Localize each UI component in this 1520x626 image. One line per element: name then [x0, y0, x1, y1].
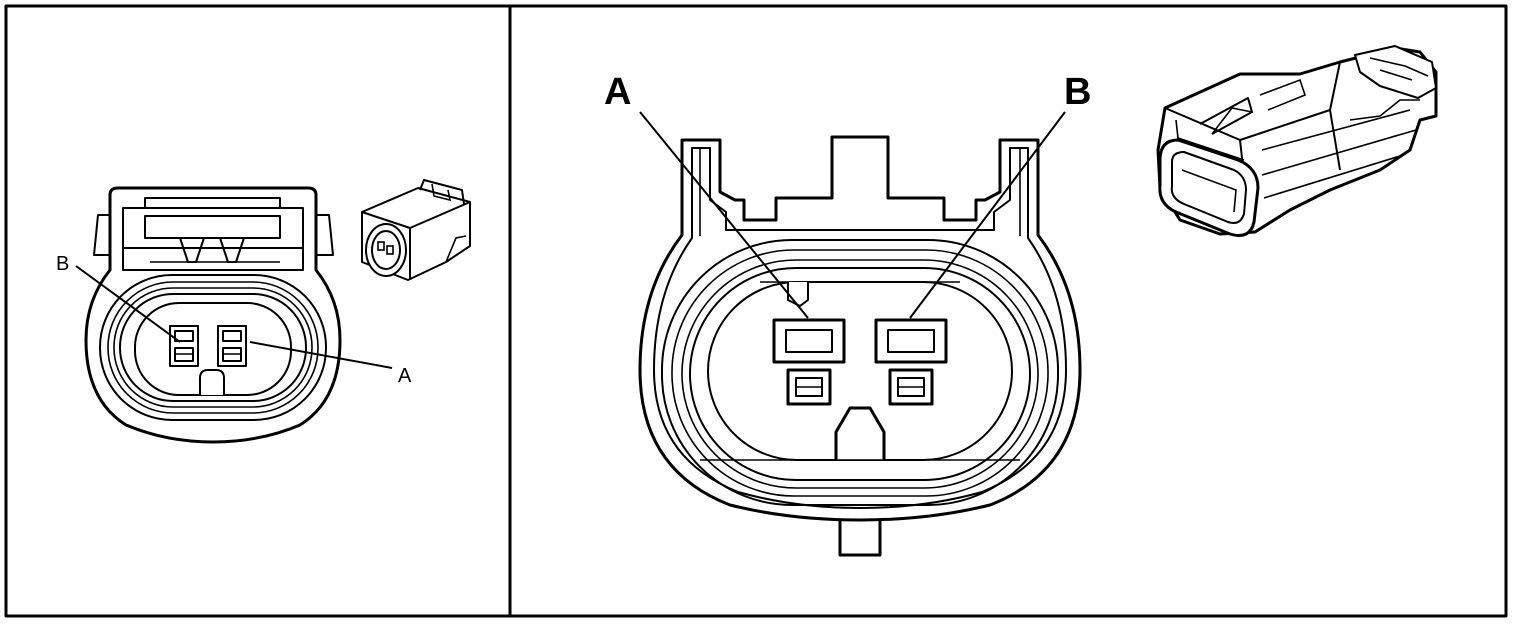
right-pin-a: [772, 318, 846, 406]
leader-line-a-right: [639, 111, 809, 319]
seal-inner: [119, 293, 307, 402]
outer-shell: [638, 135, 1082, 522]
right-connector-isometric: [1156, 45, 1438, 237]
seal-outer: [99, 274, 327, 421]
leader-line-a-left: [249, 341, 393, 369]
right-pin-b: [874, 318, 948, 406]
outer-border: [4, 4, 1508, 618]
leader-line-b-left: [75, 265, 181, 343]
pin-label-b-right: B: [1064, 71, 1091, 113]
left-pin-b: [169, 325, 199, 367]
keying-rib: [199, 369, 225, 395]
pin-label-a-left: A: [398, 365, 412, 387]
keying-rib: [834, 406, 886, 460]
pin-label-b-left: B: [56, 253, 69, 275]
leader-line-b-right: [909, 111, 1066, 319]
left-pin-a: [217, 325, 247, 367]
left-connector-face: [84, 186, 342, 444]
left-panel: B A: [56, 179, 471, 444]
right-panel: A B: [604, 45, 1438, 557]
seal-inner: [689, 267, 1031, 481]
left-connector-isometric: [361, 179, 471, 281]
latch-frame: [122, 207, 304, 271]
right-connector-face: [638, 135, 1082, 557]
top-notch: [787, 282, 809, 307]
right-side-tab: [314, 214, 334, 256]
pin-label-a-right: A: [604, 71, 631, 113]
outer-shell: [84, 186, 342, 444]
seal-outer: [661, 239, 1059, 506]
